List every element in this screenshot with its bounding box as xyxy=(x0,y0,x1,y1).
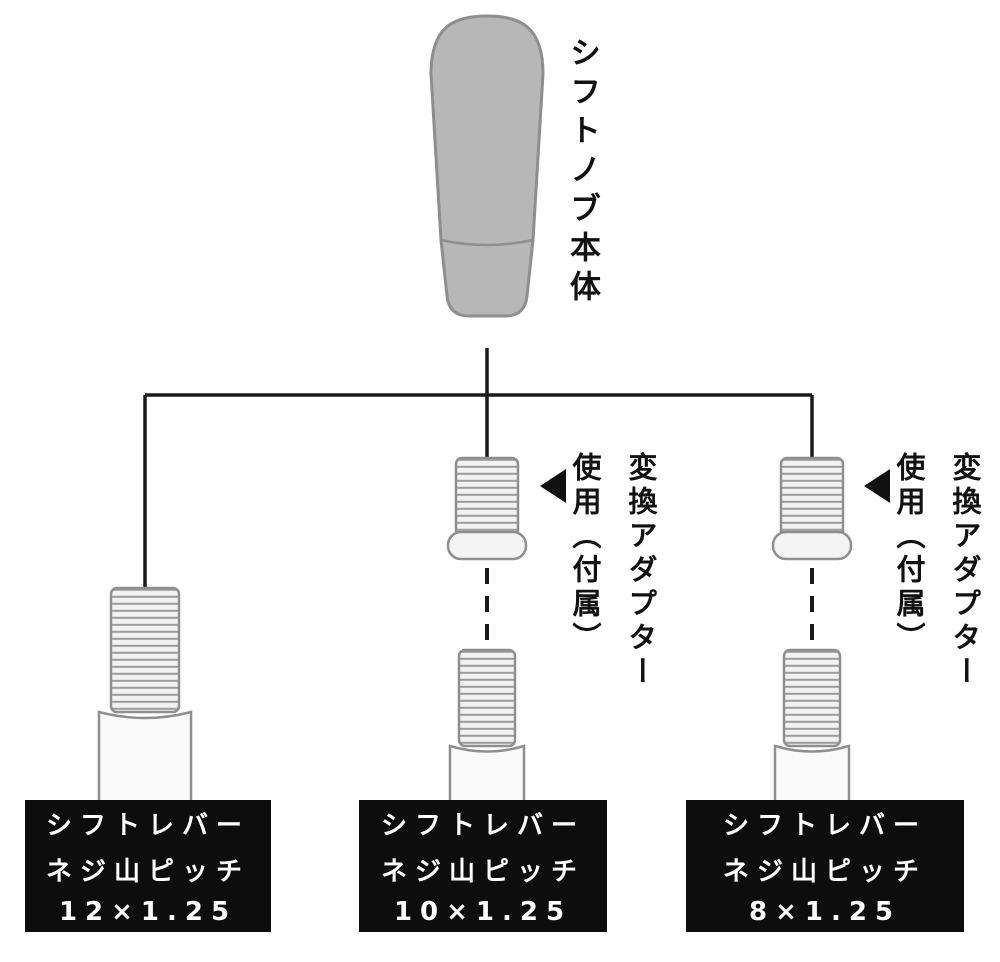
label-line: ネジ山ピッチ xyxy=(722,857,927,887)
shift-knob-illustration xyxy=(429,14,545,318)
shift-lever-middle xyxy=(448,648,526,817)
conversion-adapter-middle xyxy=(446,456,528,561)
adapter-note-text: 使用（付属） xyxy=(892,452,926,656)
label-line: 12×1.25 xyxy=(58,897,238,927)
label-line: シフトレバー xyxy=(380,811,585,841)
label-line: シフトレバー xyxy=(722,811,927,841)
left-pointer-triangle-right xyxy=(864,469,890,503)
conversion-adapter-right xyxy=(771,456,853,561)
label-line: ネジ山ピッチ xyxy=(380,857,585,887)
label-line: シフトレバー xyxy=(45,811,250,841)
adapter-note-middle: 変換アダプター 使用（付属） xyxy=(566,452,662,782)
shift-lever-left xyxy=(97,586,193,810)
label-line: ネジ山ピッチ xyxy=(45,857,250,887)
connector-tree xyxy=(143,348,814,590)
adapter-note-text: 変換アダプター xyxy=(948,452,982,690)
label-line: 8×1.25 xyxy=(748,897,902,927)
adapter-note-text: 使用（付属） xyxy=(568,452,602,656)
adapter-note-text: 変換アダプター xyxy=(624,452,658,690)
label-line: 10×1.25 xyxy=(393,897,573,927)
thread-pitch-label-8x125: シフトレバー ネジ山ピッチ 8×1.25 xyxy=(686,800,964,932)
knob-body-label: シフトノブ本体 xyxy=(564,36,600,309)
thread-pitch-label-10x125: シフトレバー ネジ山ピッチ 10×1.25 xyxy=(359,800,607,932)
left-pointer-triangle-middle xyxy=(540,469,566,503)
shift-lever-right xyxy=(773,648,851,817)
adapter-note-right: 変換アダプター 使用（付属） xyxy=(890,452,986,782)
knob-seam-line xyxy=(440,238,534,247)
dashed-links xyxy=(485,568,814,646)
thread-pitch-label-12x125: シフトレバー ネジ山ピッチ 12×1.25 xyxy=(25,800,271,932)
